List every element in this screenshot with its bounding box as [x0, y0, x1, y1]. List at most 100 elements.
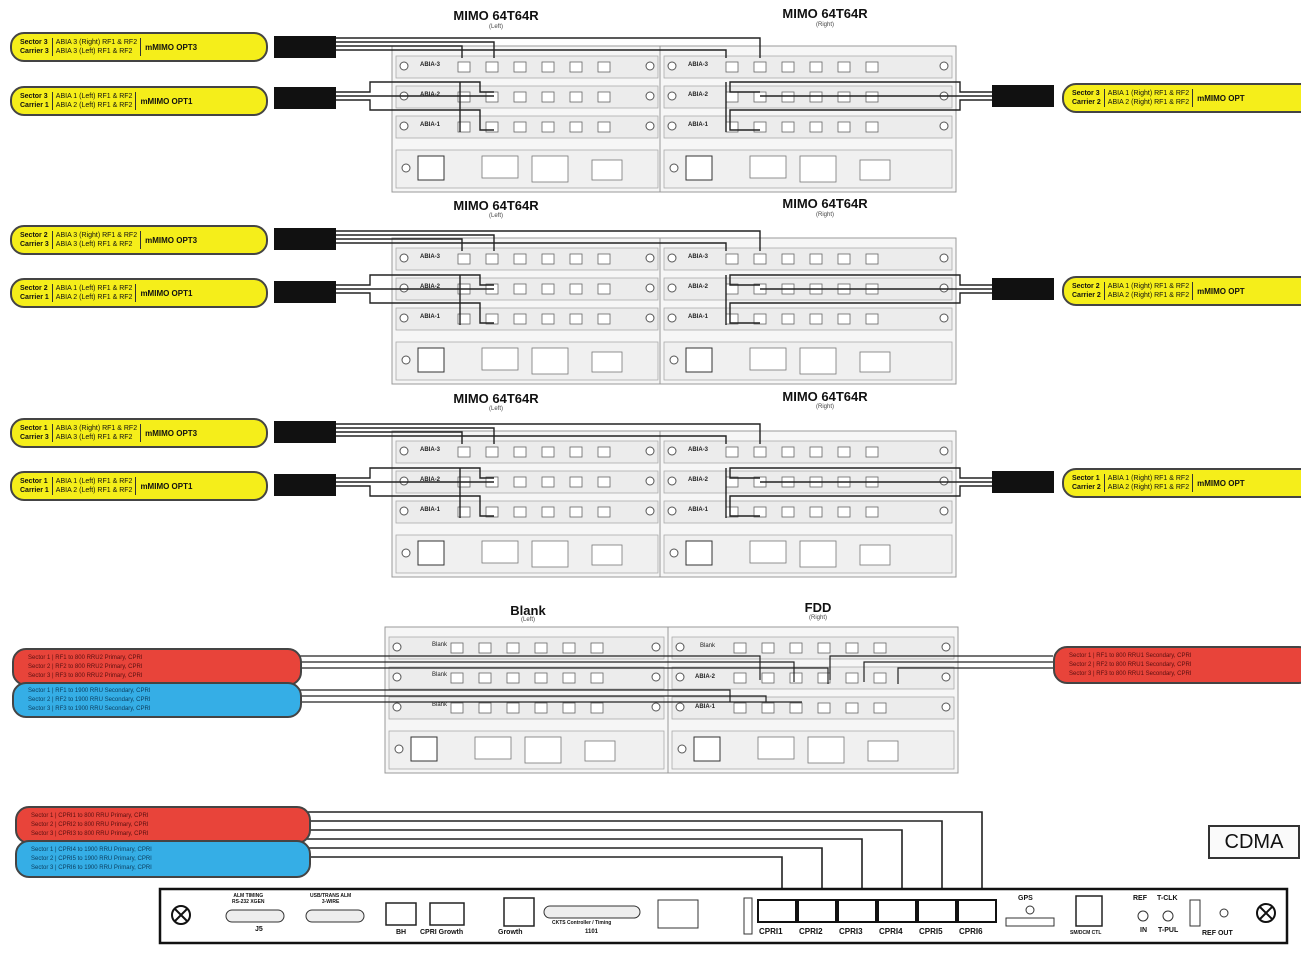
sfp-port: [479, 703, 491, 713]
screw-icon: [676, 703, 684, 711]
shelf-label: ABIA-2: [420, 92, 440, 98]
sfp-port: [542, 122, 554, 132]
fiber-connector-block: [274, 421, 336, 443]
sfp-port: [563, 703, 575, 713]
unit-sub-fdd: (Right): [788, 615, 848, 621]
sfp-port: [486, 254, 498, 264]
screw-icon: [670, 356, 678, 364]
sfp-port: [514, 507, 526, 517]
fiber-connector-block: [992, 471, 1054, 493]
ref-out-icon: [1220, 909, 1228, 917]
screw-icon: [646, 122, 654, 130]
screw-icon: [402, 356, 410, 364]
sfp-port: [542, 477, 554, 487]
screw-icon: [652, 673, 660, 681]
sfp-port: [866, 62, 878, 72]
sfp-port: [818, 703, 830, 713]
sfp-port: [726, 92, 738, 102]
sfp-port: [874, 673, 886, 683]
bh-port: [386, 903, 416, 925]
sfp-port: [790, 643, 802, 653]
label-abia-a: ABIA 1 (Right) RF1 & RF2: [1108, 474, 1189, 483]
screw-icon: [393, 703, 401, 711]
label-abia-b: ABIA 2 (Left) RF1 & RF2: [56, 101, 133, 110]
shelf-label: ABIA-3: [420, 254, 440, 260]
sfp-port: [790, 703, 802, 713]
sfp-port: [591, 673, 603, 683]
sfp-port: [570, 447, 582, 457]
screw-icon: [668, 92, 676, 100]
shelf-label: ABIA-2: [688, 92, 708, 98]
sfp-port: [598, 447, 610, 457]
screw-icon: [393, 643, 401, 651]
screw-icon: [393, 673, 401, 681]
module-block: [525, 737, 561, 763]
sfp-port: [570, 477, 582, 487]
sfp-port: [838, 122, 850, 132]
shelf-label: ABIA-1: [695, 704, 715, 710]
label-carrier: Carrier 1: [20, 486, 49, 495]
module-block: [758, 737, 794, 759]
label-carrier: Carrier 1: [20, 101, 49, 110]
screw-icon: [646, 507, 654, 515]
cpri2-label: CPRI2: [799, 927, 823, 936]
label-sector1-carrier3: Sector 1Carrier 3 ABIA 3 (Right) RF1 & R…: [10, 418, 268, 448]
label-sector2-carrier2: Sector 2Carrier 2 ABIA 1 (Right) RF1 & R…: [1062, 276, 1301, 306]
shelf-label: ABIA-2: [695, 674, 715, 680]
screw-icon: [646, 477, 654, 485]
screw-icon: [940, 477, 948, 485]
label-abia-b: ABIA 2 (Left) RF1 & RF2: [56, 293, 133, 302]
cdma-blue-line: Sector 1 | CPRI4 to 1900 RRU Primary, CP…: [17, 846, 152, 855]
module-block: [592, 160, 622, 180]
sfp-port: [846, 643, 858, 653]
screw-icon: [670, 164, 678, 172]
label-opt: mMIMO OPT3: [141, 429, 201, 438]
label-abia-b: ABIA 2 (Right) RF1 & RF2: [1108, 98, 1189, 107]
sfp-port: [810, 92, 822, 102]
label-sector2-carrier3: Sector 2Carrier 3 ABIA 3 (Right) RF1 & R…: [10, 225, 268, 255]
tclk-icon: [1163, 911, 1173, 921]
cpri-port: [918, 900, 956, 922]
screw-icon: [652, 703, 660, 711]
unit-sub-3-left: (Left): [466, 406, 526, 412]
sfp-port: [818, 643, 830, 653]
module-block: [482, 541, 518, 563]
fdd-right-red-line: Sector 3 | RF3 to 800 RRU1 Secondary, CP…: [1055, 670, 1192, 679]
label-abia-a: ABIA 1 (Left) RF1 & RF2: [56, 92, 133, 101]
shelf-label: ABIA-1: [688, 507, 708, 513]
module-block: [860, 545, 890, 565]
screw-icon: [646, 284, 654, 292]
j5-top-label: ALM TIMING RS-232 XGEN: [232, 893, 265, 905]
label-opt: mMIMO OPT1: [136, 482, 196, 491]
sfp-port: [542, 447, 554, 457]
screw-icon: [940, 507, 948, 515]
sfp-port: [542, 92, 554, 102]
label-opt: mMIMO OPT: [1193, 287, 1249, 296]
sfp-port: [570, 62, 582, 72]
sfp-port: [542, 254, 554, 264]
refout-label: REF OUT: [1202, 930, 1233, 937]
sfp-port: [598, 92, 610, 102]
fdd-right-red-line: Sector 2 | RF2 to 800 RRU1 Secondary, CP…: [1055, 661, 1192, 670]
module-block: [592, 545, 622, 565]
sfp-port: [754, 447, 766, 457]
fiber-port: [694, 737, 720, 761]
sfp-port: [570, 92, 582, 102]
shelf-label: ABIA-1: [420, 122, 440, 128]
sfp-port: [458, 254, 470, 264]
shelf-label: ABIA-1: [688, 122, 708, 128]
sfp-port: [451, 703, 463, 713]
screw-icon: [668, 122, 676, 130]
sfp-port: [514, 254, 526, 264]
sfp-port: [846, 673, 858, 683]
unit-title-blank: Blank: [448, 603, 608, 618]
label-sector: Sector 2: [20, 284, 49, 293]
sfp-port: [458, 62, 470, 72]
cpri-port: [798, 900, 836, 922]
sfp-port: [782, 447, 794, 457]
smc-port: [1076, 896, 1102, 926]
sfp-port: [874, 643, 886, 653]
sfp-port: [514, 122, 526, 132]
cpri-port: [838, 900, 876, 922]
